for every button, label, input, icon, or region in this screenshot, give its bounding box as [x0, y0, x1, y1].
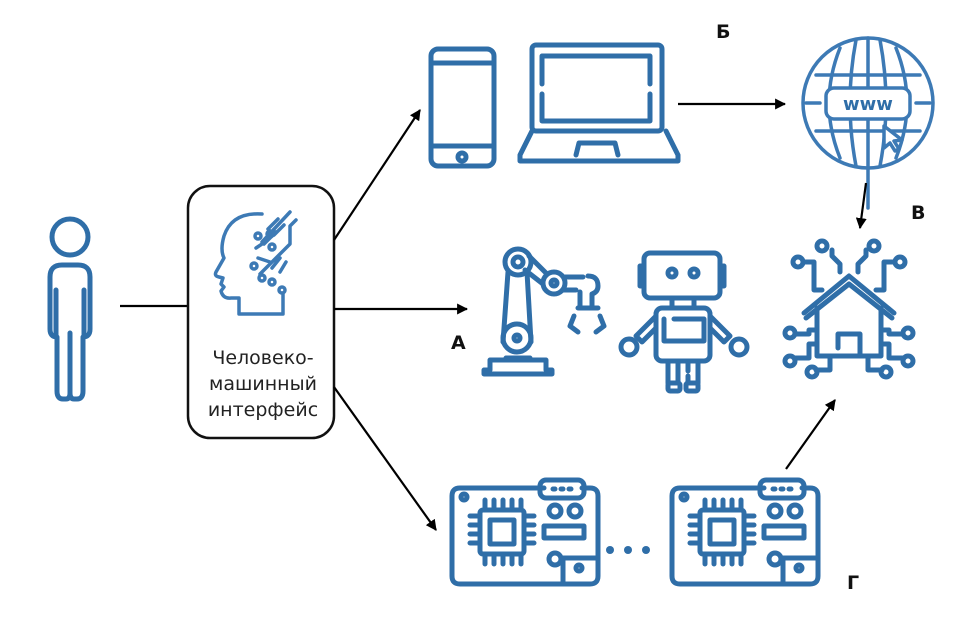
hmi-label-line: Человеко-: [212, 347, 314, 369]
robot-arm-icon: [481, 246, 607, 377]
www-globe-icon: [801, 36, 935, 210]
marker-a: А: [451, 332, 466, 354]
marker-g: Г: [847, 572, 860, 594]
hmi-label: Человеко- машинный интерфейс: [190, 345, 336, 423]
edge-hmi-microcontrollers: [333, 386, 437, 531]
edge-internet-smarthome: [855, 182, 868, 230]
marker-v: В: [911, 202, 926, 224]
smartphone-icon: [428, 46, 497, 169]
edge-hmi-devices: [333, 109, 421, 241]
ai-head-icon: [213, 210, 298, 316]
hmi-label-line: интерфейс: [207, 399, 319, 421]
ellipsis: [606, 546, 650, 554]
person-icon: [47, 216, 93, 402]
marker-b: Б: [716, 21, 731, 43]
circuit-board-icon: [669, 477, 821, 587]
smart-home-icon: [782, 238, 916, 380]
robot-icon: [618, 250, 750, 394]
hmi-box: [186, 184, 336, 440]
hmi-label-line: машинный: [209, 373, 317, 395]
laptop-icon: [517, 42, 681, 164]
edge-mcu-smarthome: [785, 399, 836, 470]
www-text: www: [843, 94, 893, 115]
circuit-board-icon: [449, 477, 601, 587]
